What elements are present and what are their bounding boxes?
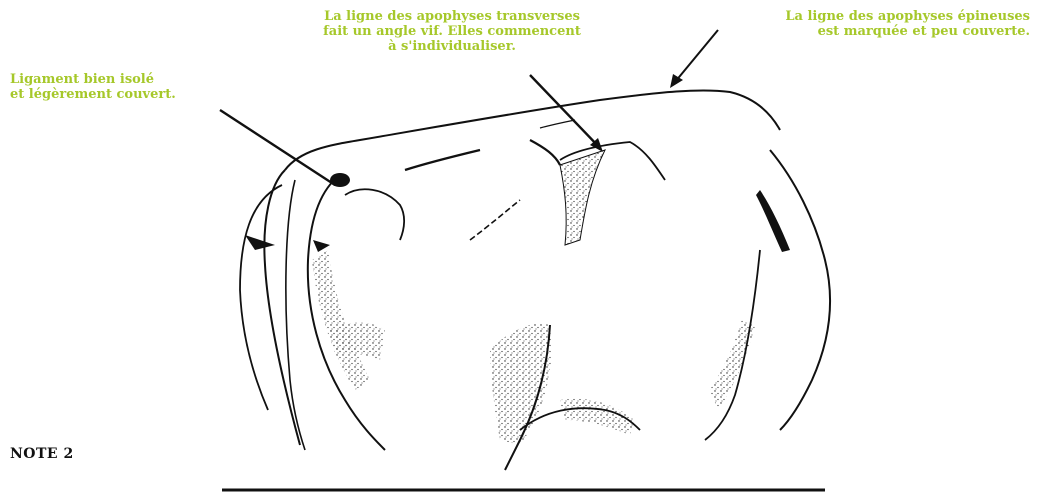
transverse-stroke	[530, 140, 560, 165]
label-transverse-processes: La ligne des apophyses transverses fait …	[272, 9, 632, 54]
right-thigh-line	[705, 250, 760, 440]
label-spinous-processes: La ligne des apophyses épineuses est mar…	[690, 9, 1030, 39]
center-shading	[490, 324, 551, 445]
back-outline	[285, 90, 780, 170]
right-hip-shadow	[756, 190, 790, 252]
arrow-transverse	[530, 75, 603, 152]
left-small-mark	[245, 235, 275, 250]
back-mark-2	[470, 200, 520, 240]
arrow-ligament	[220, 110, 335, 185]
ligament-contour	[308, 175, 385, 450]
transverse-shadow	[560, 150, 605, 245]
label-ligament: Ligament bien isolé et légèrement couver…	[10, 72, 176, 102]
ligament-shading	[312, 250, 370, 390]
tail-outer	[240, 185, 282, 410]
hook-bone-curve	[345, 189, 404, 240]
left-hip-contour	[264, 170, 300, 445]
tail-inner	[286, 180, 305, 450]
left-small-mark-2	[313, 240, 330, 252]
back-mark-1	[405, 150, 480, 170]
back-mark-3	[540, 120, 575, 128]
right-hip-contour	[770, 150, 830, 430]
right-thigh-shading	[710, 320, 755, 410]
note-title: NOTE 2	[10, 446, 74, 462]
